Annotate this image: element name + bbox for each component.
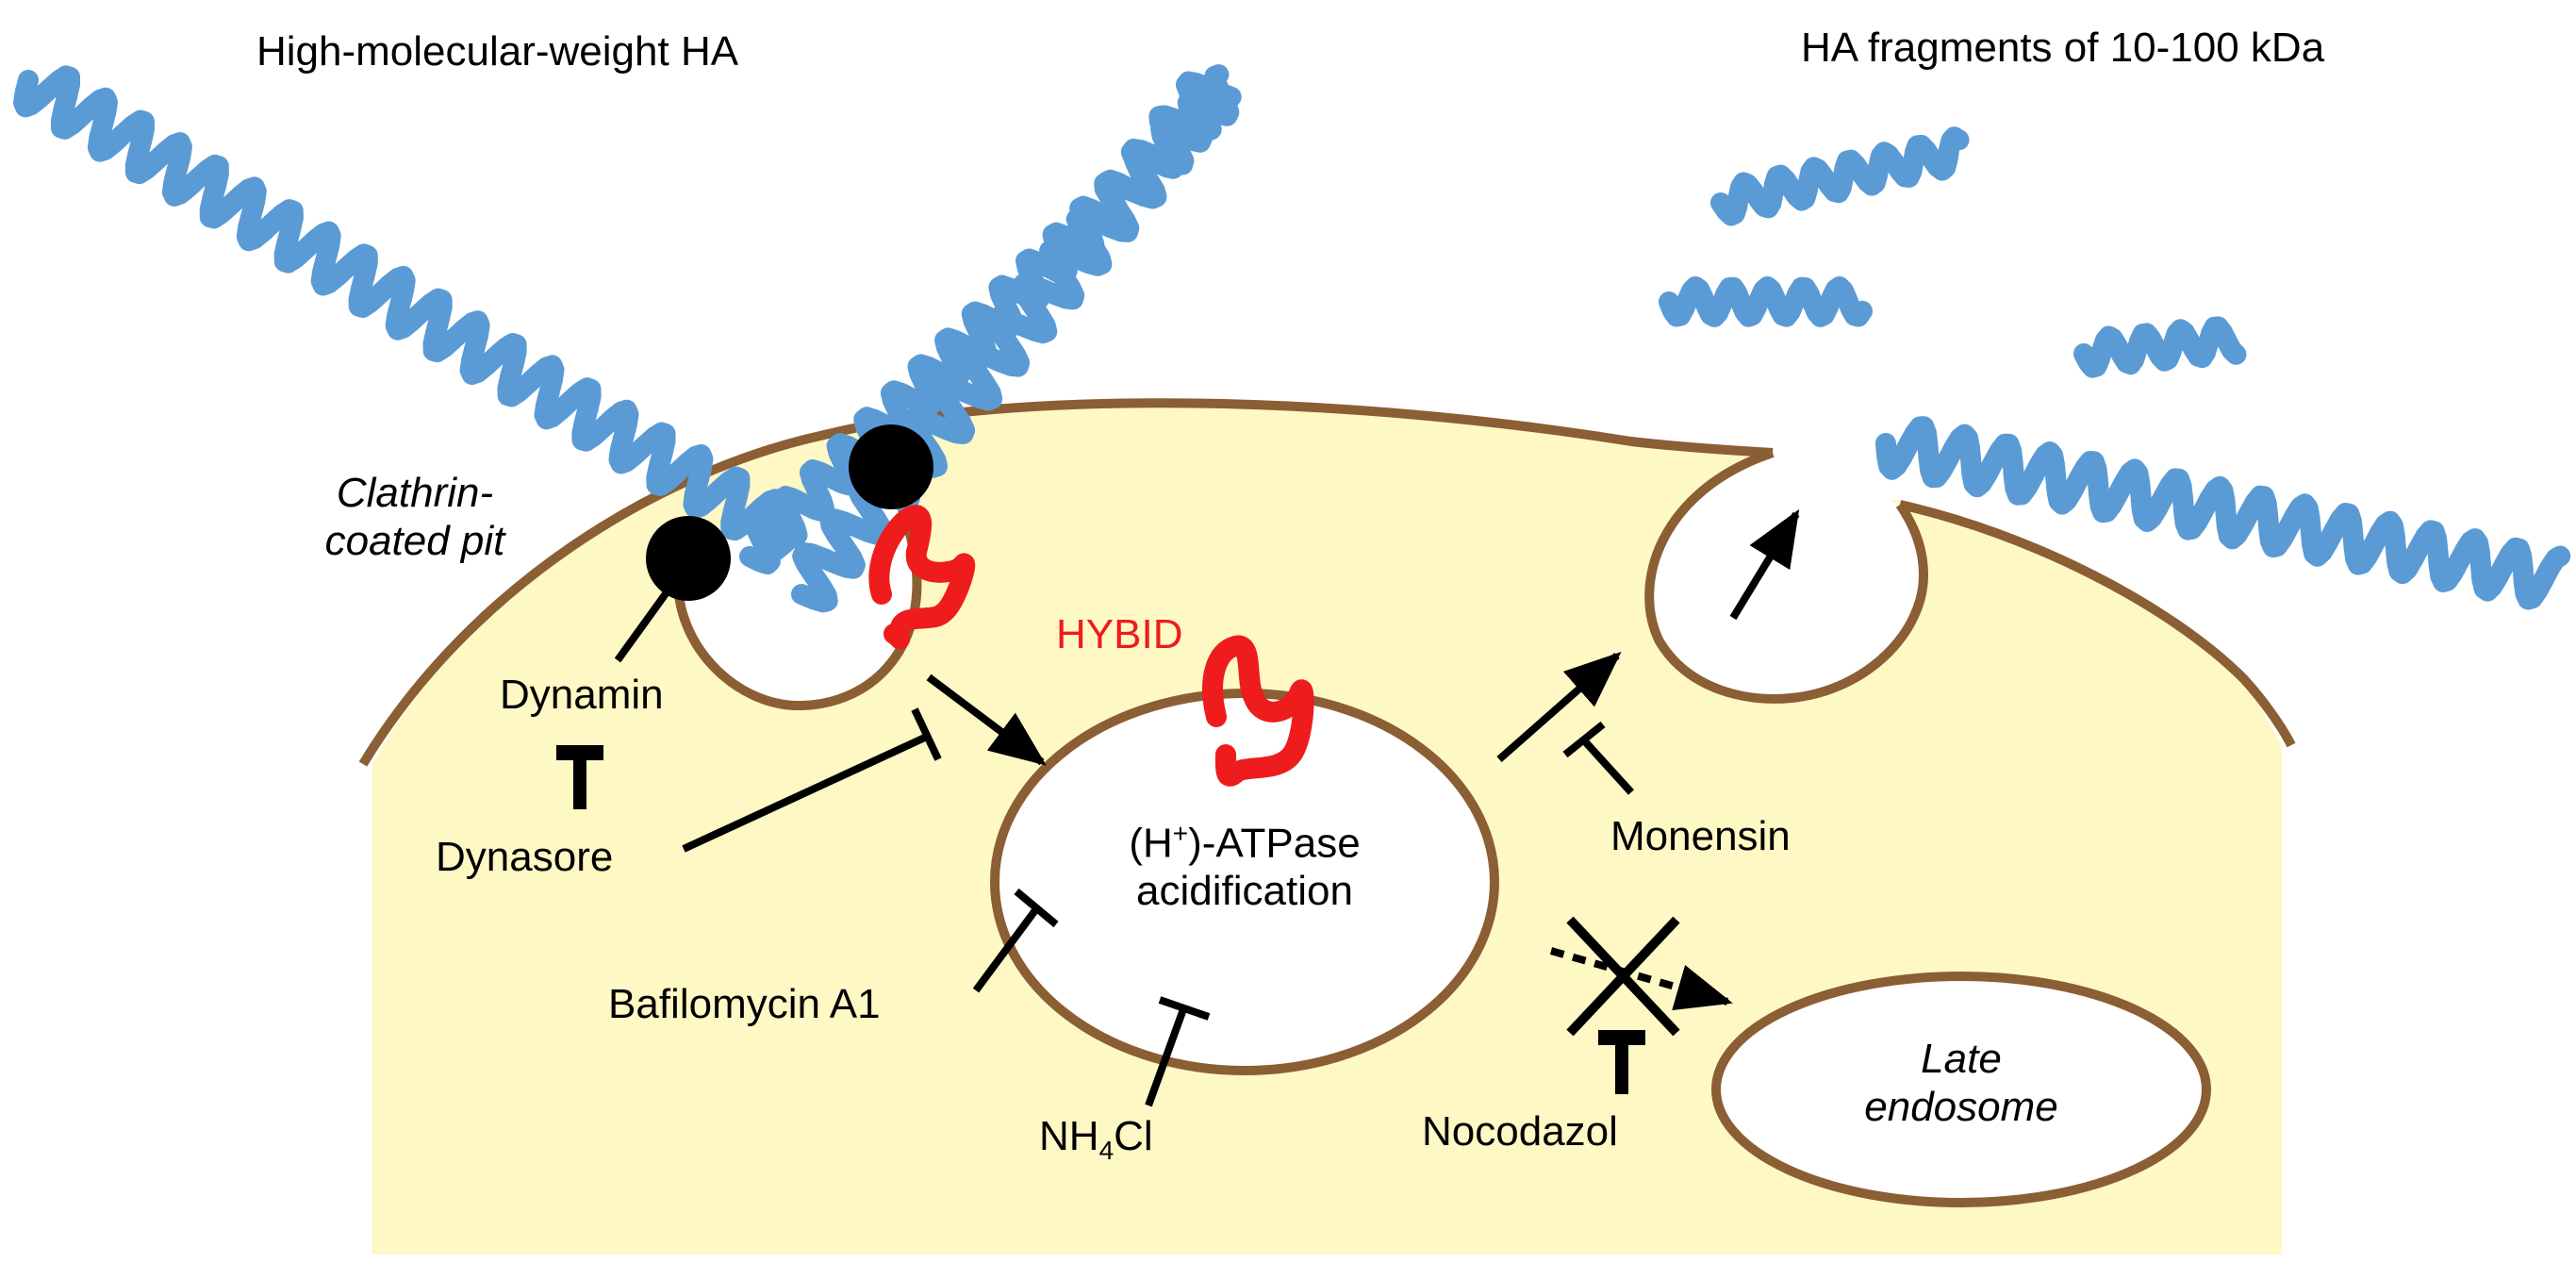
- monensin-label: Monensin: [1610, 813, 1791, 859]
- dynamin-label: Dynamin: [500, 672, 664, 718]
- hybid-protein-endosome: [1202, 635, 1314, 787]
- dynasore-inhibition-line: [682, 732, 931, 853]
- clathrin-label-line1: Clathrin-: [336, 470, 494, 516]
- block-cross-b: [1566, 916, 1680, 1037]
- hybid-label: HYBID: [1056, 611, 1183, 657]
- ha-chain-frag-4: [1875, 416, 2571, 610]
- nh4cl-inhibition-cap: [1158, 996, 1211, 1021]
- pit-to-endosome-arrow: [926, 673, 1047, 766]
- dynasore-label: Dynasore: [436, 834, 614, 880]
- hmw-ha-label: High-molecular-weight HA: [256, 28, 739, 75]
- hybid-protein-pit: [868, 505, 976, 650]
- ha-chain-hmw-3: [739, 64, 1240, 574]
- monensin-inhibition-cap: [1562, 721, 1606, 758]
- nocodazol-inhibition-bar: [1598, 1030, 1645, 1045]
- monensin-inhibition-line: [1581, 738, 1634, 795]
- nocodazol-inhibition-stem: [1615, 1038, 1628, 1094]
- nh4cl-label-pre: NH: [1039, 1113, 1099, 1159]
- clathrin-pit-label: Clathrin- coated pit: [292, 470, 537, 565]
- clathrin-particle-right: [849, 424, 933, 509]
- ha-chain-frag-3: [2073, 316, 2247, 378]
- nocodazol-label: Nocodazol: [1422, 1108, 1618, 1155]
- endosome-to-surface-arrow: [1496, 652, 1622, 763]
- cell-membrane: [358, 398, 1774, 767]
- ha-fragments-label: HA fragments of 10-100 kDa: [1801, 25, 2325, 71]
- clathrin-label-line2: coated pit: [324, 517, 505, 564]
- clathrin-particle-left: [646, 516, 731, 601]
- release-arrow: [1729, 508, 1800, 621]
- ha-chain-hmw-1: [13, 65, 804, 564]
- atpase-label: (H+)-ATPase acidification: [1056, 819, 1433, 916]
- dynamin-link-line: [614, 573, 683, 663]
- bafilomycin-label: Bafilomycin A1: [608, 981, 881, 1027]
- dynasore-inhibition-cap: [911, 707, 942, 761]
- late-endosome: [1711, 972, 2211, 1207]
- nh4cl-label-post: Cl: [1114, 1113, 1153, 1159]
- atpase-label-pre: (H: [1129, 820, 1173, 867]
- nh4cl-inhibition-line: [1145, 1007, 1187, 1107]
- bafilomycin-inhibition-line: [972, 907, 1039, 993]
- ha-chain-frag-1: [1710, 126, 1970, 226]
- atpase-label-sup: +: [1172, 819, 1189, 848]
- exocytic-pit: [1644, 448, 1929, 704]
- late-endosome-label: Late endosome: [1810, 1036, 2112, 1131]
- nh4cl-label-sub: 4: [1098, 1135, 1115, 1165]
- acidification-label: acidification: [1136, 868, 1353, 915]
- late-endosome-label-line1: Late: [1921, 1036, 2002, 1082]
- hyaluronan-chains: [13, 64, 2571, 613]
- late-endosome-label-line2: endosome: [1864, 1083, 2058, 1130]
- cell-membrane-right: [1898, 500, 2296, 748]
- nh4cl-label: NH4Cl: [1039, 1113, 1153, 1166]
- ha-chain-frag-2: [1659, 276, 1873, 327]
- bafilomycin-inhibition-cap: [1014, 888, 1059, 928]
- atpase-label-post: )-ATPase: [1188, 820, 1361, 867]
- dynasore-inhibition-stem: [573, 755, 586, 809]
- dynasore-inhibition-bar: [556, 745, 603, 760]
- to-late-endosome-dotted-arrow: [1549, 947, 1733, 1011]
